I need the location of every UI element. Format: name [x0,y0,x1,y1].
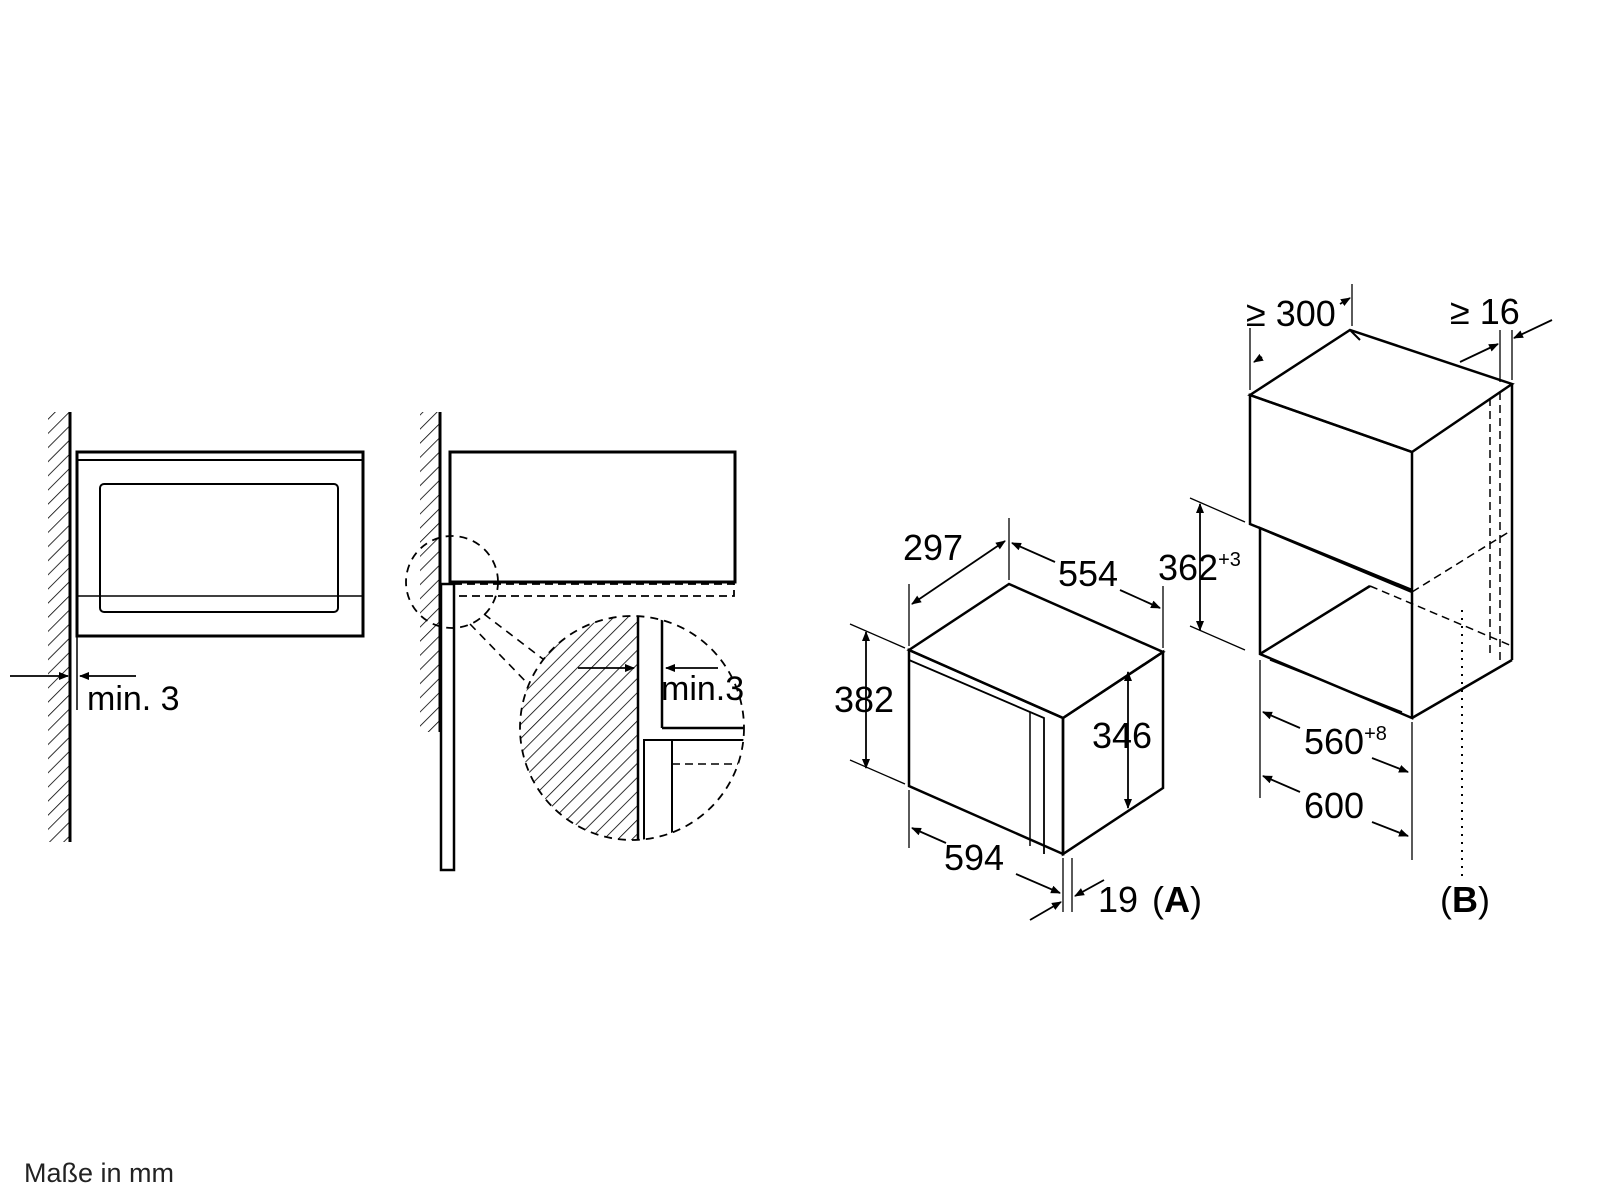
cabinet-side-panel [439,582,456,872]
appliance-front-panel [75,450,365,638]
appliance-front-face [907,648,1065,856]
dim-arrow-600b [1371,821,1409,837]
dim-depth-label: ≥ 300 [1246,293,1336,334]
niche-opening [1258,526,1414,720]
dim-niche-height-label: 362+3 [1158,547,1241,588]
dim-niche-width-label: 560+8 [1304,721,1387,762]
dim-arrow-300b [1339,297,1351,307]
dim-height-front-label: 382 [834,679,894,720]
niche-b-figure: ≥ 300 ≥ 16 362+3 560+8 600 (B) [1158,284,1553,920]
niche-height-tolerance: +3 [1218,549,1241,571]
appliance-body [448,450,737,584]
cabinet-top-edge-back [1349,329,1361,341]
dim-arrow-554b [1119,589,1161,609]
dim-arrow-554 [1011,542,1056,563]
dim-arrow-19a [1029,901,1062,921]
dim-depth-label: 297 [903,527,963,568]
appliance-top-face [906,582,1166,720]
dim-arrow-594 [911,827,947,844]
ext-line [849,623,906,649]
appliance-door-edge [908,659,1045,854]
ext-line [1189,497,1246,523]
cabinet-front-upper [1248,393,1414,592]
label-letter-a: A [1164,879,1190,920]
niche-width-value: 560 [1304,721,1364,762]
dim-arrow-594b [1015,873,1061,894]
wall-hatching [420,412,440,732]
dim-side-panel-label: ≥ 16 [1450,291,1520,332]
appliance-a-figure: 297 554 382 346 594 19 (A) [834,518,1202,921]
label-paren-open: ( [1152,879,1164,920]
niche-back-bottom [1411,658,1513,720]
dim-arrow-560a [1262,711,1301,729]
appliance-window [99,483,339,613]
ext-line [1189,625,1246,651]
units-note: Maße in mm [24,1158,175,1188]
dim-arrow-297 [911,540,1006,605]
label-paren-close: ) [1190,879,1202,920]
niche-width-tolerance: +8 [1364,723,1387,745]
dim-cabinet-width-label: 600 [1304,785,1364,826]
detail-leader-2 [469,623,533,689]
detail-clearance-label: min.3 [661,670,744,708]
detail-callout-circle [405,535,499,629]
ext-line [849,759,906,785]
cabinet-shelf-dashed [453,583,735,597]
cabinet-detail-figure: min.3 [405,412,745,872]
dim-arrow-300a [1253,353,1264,363]
niche-inner-edge [1269,659,1403,713]
cabinet-top-face [1247,328,1515,454]
figure-a-label: (A) [1152,879,1202,920]
label-paren-open: ( [1440,879,1452,920]
wall-hatching [48,412,70,842]
dim-width-front-label: 594 [944,837,1004,878]
niche-height-value: 362 [1158,547,1218,588]
detail-panel-outline [643,739,673,840]
dim-height-side-label: 346 [1092,715,1152,756]
dim-arrow-560b [1371,757,1409,773]
dim-panel-thickness-label: 19 [1098,879,1138,920]
side-view-figure: min. 3 [10,412,365,842]
detail-leader-1 [483,613,561,673]
niche-back-wall [1259,584,1371,656]
figure-b-label: (B) [1440,879,1490,920]
dim-arrow-16a [1459,343,1499,363]
label-letter-b: B [1452,879,1478,920]
dim-arrow-16b [1513,319,1553,339]
dim-arrow-19b [1074,879,1105,897]
dim-width-top-label: 554 [1058,553,1118,594]
niche-back-top [1411,529,1513,593]
label-paren-close: ) [1478,879,1490,920]
detail-wall-hatching [520,616,638,840]
clearance-label: min. 3 [87,680,180,718]
dim-arrow-600a [1262,775,1301,793]
